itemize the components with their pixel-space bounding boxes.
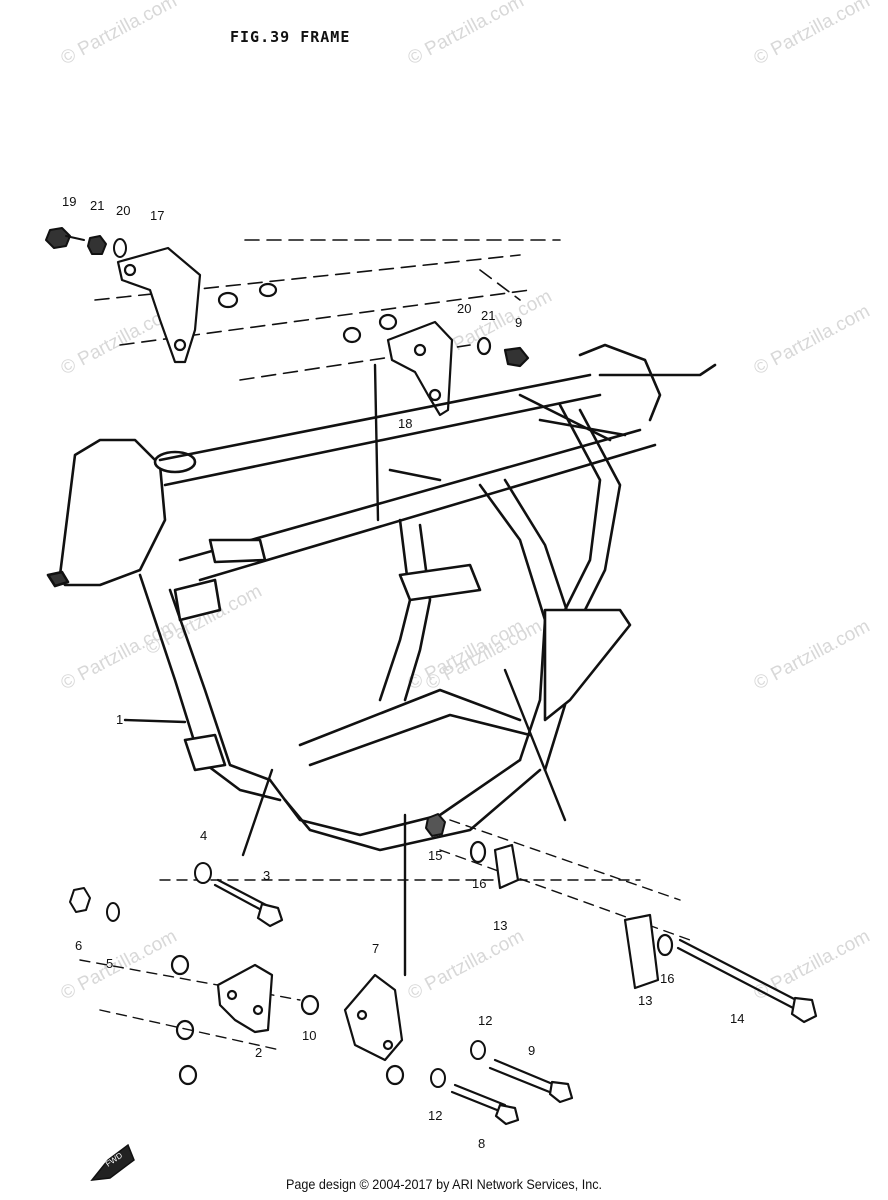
callout-12: 12 — [478, 1013, 492, 1028]
watermark: © Partzilla.com — [404, 926, 527, 1005]
watermark: © Partzilla.com — [750, 616, 873, 695]
bolt-8 — [450, 1083, 520, 1126]
bolt-9 — [488, 1058, 574, 1104]
nut-6 — [69, 887, 91, 913]
callout-16: 16 — [660, 971, 674, 986]
callout-19: 19 — [62, 194, 76, 209]
callout-21: 21 — [481, 308, 495, 323]
callouts: 19 21 20 17 20 21 9 18 1 4 3 6 5 2 7 10 … — [62, 194, 744, 1151]
washer-20 — [113, 238, 127, 258]
callout-18: 18 — [398, 416, 412, 431]
forward-arrow-icon: FWD — [90, 1143, 135, 1181]
callout-10: 10 — [302, 1028, 316, 1043]
callout-13: 13 — [493, 918, 507, 933]
callout-2: 2 — [255, 1045, 262, 1060]
callout-13: 13 — [638, 993, 652, 1008]
bolt-19 — [45, 227, 85, 249]
callout-15: 15 — [428, 848, 442, 863]
bracket-18 — [342, 313, 530, 417]
nut-15 — [425, 813, 446, 837]
washer-4 — [194, 862, 212, 884]
bracket-17 — [116, 246, 278, 364]
spacer-12 — [430, 1040, 486, 1088]
footer-copyright: Page design © 2004-2017 by ARI Network S… — [285, 1176, 603, 1192]
callout-9: 9 — [515, 315, 522, 330]
callout-20: 20 — [457, 301, 471, 316]
callout-3: 3 — [263, 868, 270, 883]
watermark: © Partzilla.com — [750, 926, 873, 1005]
callout-1: 1 — [116, 712, 123, 727]
nut-21 — [87, 235, 107, 255]
callout-20: 20 — [116, 203, 130, 218]
watermark: © Partzilla.com — [57, 616, 180, 695]
bracket-2 — [170, 954, 274, 1086]
watermark: © Partzilla.com — [750, 0, 873, 69]
callout-21: 21 — [90, 198, 104, 213]
watermark: © Partzilla.com — [57, 0, 180, 69]
watermark: © Partzilla.com — [422, 616, 545, 695]
callout-14: 14 — [730, 1011, 744, 1026]
callout-12: 12 — [428, 1108, 442, 1123]
bracket-7 — [300, 973, 405, 1086]
callout-5: 5 — [106, 956, 113, 971]
callout-9: 9 — [528, 1043, 535, 1058]
callout-16: 16 — [472, 876, 486, 891]
bracket-13 — [469, 840, 674, 990]
figure-title: FIG.39 FRAME — [230, 28, 351, 46]
callout-7: 7 — [372, 941, 379, 956]
bolt-3 — [213, 878, 284, 928]
callout-4: 4 — [200, 828, 207, 843]
main-frame — [46, 343, 717, 852]
leader-lines — [123, 363, 567, 977]
callout-8: 8 — [478, 1136, 485, 1151]
bolt-14 — [676, 938, 818, 1024]
watermark: © Partzilla.com — [750, 301, 873, 380]
callout-17: 17 — [150, 208, 164, 223]
watermark: © Partzilla.com — [404, 0, 527, 69]
washer-5 — [106, 902, 120, 922]
callout-6: 6 — [75, 938, 82, 953]
